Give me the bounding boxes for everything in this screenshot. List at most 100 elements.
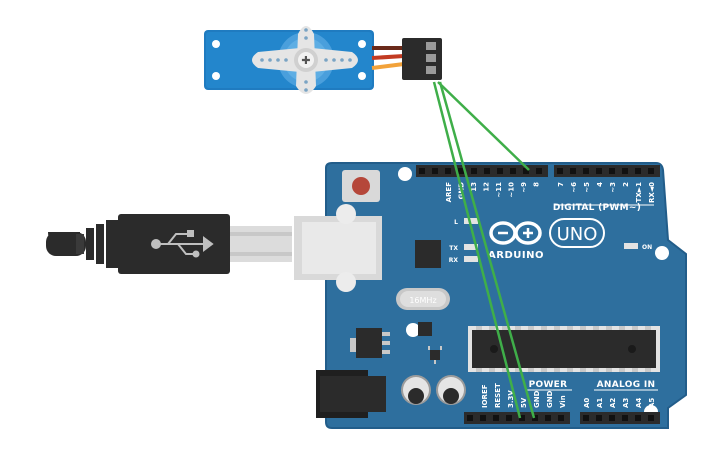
power-header[interactable] xyxy=(464,412,570,424)
header-pin-hole[interactable] xyxy=(480,415,486,421)
header-pin-hole[interactable] xyxy=(557,168,563,174)
power-pin-label: GND xyxy=(533,390,541,408)
crystal-oscillator: 16MHz xyxy=(396,288,450,310)
analog-header[interactable] xyxy=(580,412,660,424)
header-pin-hole[interactable] xyxy=(445,168,451,174)
digital-header-2[interactable] xyxy=(554,165,660,177)
power-pin-label: 5V xyxy=(520,397,528,408)
servo-horn[interactable]: ✚ xyxy=(252,26,358,94)
mount-hole xyxy=(655,246,669,260)
crystal-label: 16MHz xyxy=(409,296,436,305)
header-pin-hole[interactable] xyxy=(648,415,654,421)
header-pin-hole[interactable] xyxy=(497,168,503,174)
header-pin-hole[interactable] xyxy=(609,415,615,421)
analog-pin-label: A3 xyxy=(622,398,630,408)
header-pin-hole[interactable] xyxy=(506,415,512,421)
digital-pin-label: ~10 xyxy=(508,182,516,198)
power-pin-label: GND xyxy=(546,390,554,408)
header-pin-hole[interactable] xyxy=(648,168,654,174)
usb-interface-chip xyxy=(415,240,441,268)
wire-5v[interactable] xyxy=(432,81,522,419)
svg-text:ON: ON xyxy=(642,244,652,251)
usb-cable[interactable] xyxy=(46,214,292,274)
header-pin-hole[interactable] xyxy=(510,168,516,174)
header-pin-hole[interactable] xyxy=(523,168,529,174)
servo-connector[interactable] xyxy=(402,38,442,80)
voltage-regulator xyxy=(350,328,390,358)
header-pin-hole[interactable] xyxy=(596,168,602,174)
power-pin-label: 3.3V xyxy=(507,390,515,408)
header-pin-hole[interactable] xyxy=(432,168,438,174)
digital-label: DIGITAL (PWM~) xyxy=(553,203,641,213)
capacitor xyxy=(401,375,431,405)
header-pin-hole[interactable] xyxy=(519,415,525,421)
digital-pin-label: AREF xyxy=(445,182,453,203)
header-pin-hole[interactable] xyxy=(467,415,473,421)
model-label: UNO xyxy=(557,224,598,245)
arduino-board[interactable]: 16MHz L TX RX xyxy=(294,162,687,429)
digital-header-1[interactable] xyxy=(416,165,548,177)
reset-button[interactable] xyxy=(342,170,380,202)
capacitor xyxy=(436,375,466,405)
dc-power-jack xyxy=(316,370,386,418)
infinity-logo-icon xyxy=(489,221,542,245)
brand-label: ARDUINO xyxy=(488,250,544,261)
header-pin-hole[interactable] xyxy=(471,168,477,174)
arduino-logo: ARDUINO UNO xyxy=(488,218,605,261)
analog-pin-label: A5 xyxy=(648,398,656,408)
header-pin-hole[interactable] xyxy=(635,168,641,174)
header-pin-hole[interactable] xyxy=(622,415,628,421)
header-pin-hole[interactable] xyxy=(583,168,589,174)
header-pin-hole[interactable] xyxy=(609,168,615,174)
mount-hole xyxy=(398,167,412,181)
digital-pin-label: ~6 xyxy=(570,182,578,193)
header-pin-hole[interactable] xyxy=(583,415,589,421)
svg-text:L: L xyxy=(454,219,458,226)
header-pin-hole[interactable] xyxy=(536,168,542,174)
wire-signal[interactable] xyxy=(437,81,530,171)
digital-pin-label: 7 xyxy=(557,182,565,187)
svg-text:RX: RX xyxy=(449,257,459,264)
analog-pin-label: A1 xyxy=(596,398,604,408)
svg-text:✚: ✚ xyxy=(301,54,310,67)
digital-pin-label: 12 xyxy=(483,182,491,192)
servo-motor[interactable]: ✚ xyxy=(204,26,442,94)
digital-pin-label: 4 xyxy=(596,182,604,187)
header-pin-hole[interactable] xyxy=(493,415,499,421)
usb-jack xyxy=(294,204,382,292)
power-pin-label: Vin xyxy=(559,395,567,408)
digital-pin-label: ~3 xyxy=(609,182,617,193)
digital-pin-label: RX◄0 xyxy=(648,182,656,203)
header-pin-hole[interactable] xyxy=(419,168,425,174)
header-pin-hole[interactable] xyxy=(596,415,602,421)
led-tx: TX xyxy=(449,244,478,252)
header-pin-hole[interactable] xyxy=(622,168,628,174)
digital-pin-label: 8 xyxy=(533,182,541,187)
transistor xyxy=(428,346,442,364)
analog-pin-label: A2 xyxy=(609,398,617,408)
analog-pin-label: A4 xyxy=(635,398,643,408)
digital-pin-label: 13 xyxy=(470,182,478,192)
digital-pin-label: ~11 xyxy=(495,182,503,198)
header-pin-hole[interactable] xyxy=(458,168,464,174)
small-chip xyxy=(418,322,432,336)
header-pin-hole[interactable] xyxy=(558,415,564,421)
digital-pin-label: ~9 xyxy=(520,182,528,193)
digital-pin-label: ~5 xyxy=(583,182,591,193)
header-pin-hole[interactable] xyxy=(635,415,641,421)
header-pin-hole[interactable] xyxy=(570,168,576,174)
wire-gnd[interactable] xyxy=(438,81,536,419)
digital-pin-label: TX►1 xyxy=(635,182,643,203)
header-pin-hole[interactable] xyxy=(545,415,551,421)
power-label: POWER xyxy=(529,380,568,390)
analog-label: ANALOG IN xyxy=(597,380,656,390)
microcontroller-chip xyxy=(468,326,660,372)
digital-pin-label: 2 xyxy=(622,182,630,187)
power-pin-label: IOREF xyxy=(481,384,489,408)
svg-text:TX: TX xyxy=(449,245,458,252)
header-pin-hole[interactable] xyxy=(532,415,538,421)
led-l: L xyxy=(454,218,478,226)
header-pin-hole[interactable] xyxy=(484,168,490,174)
